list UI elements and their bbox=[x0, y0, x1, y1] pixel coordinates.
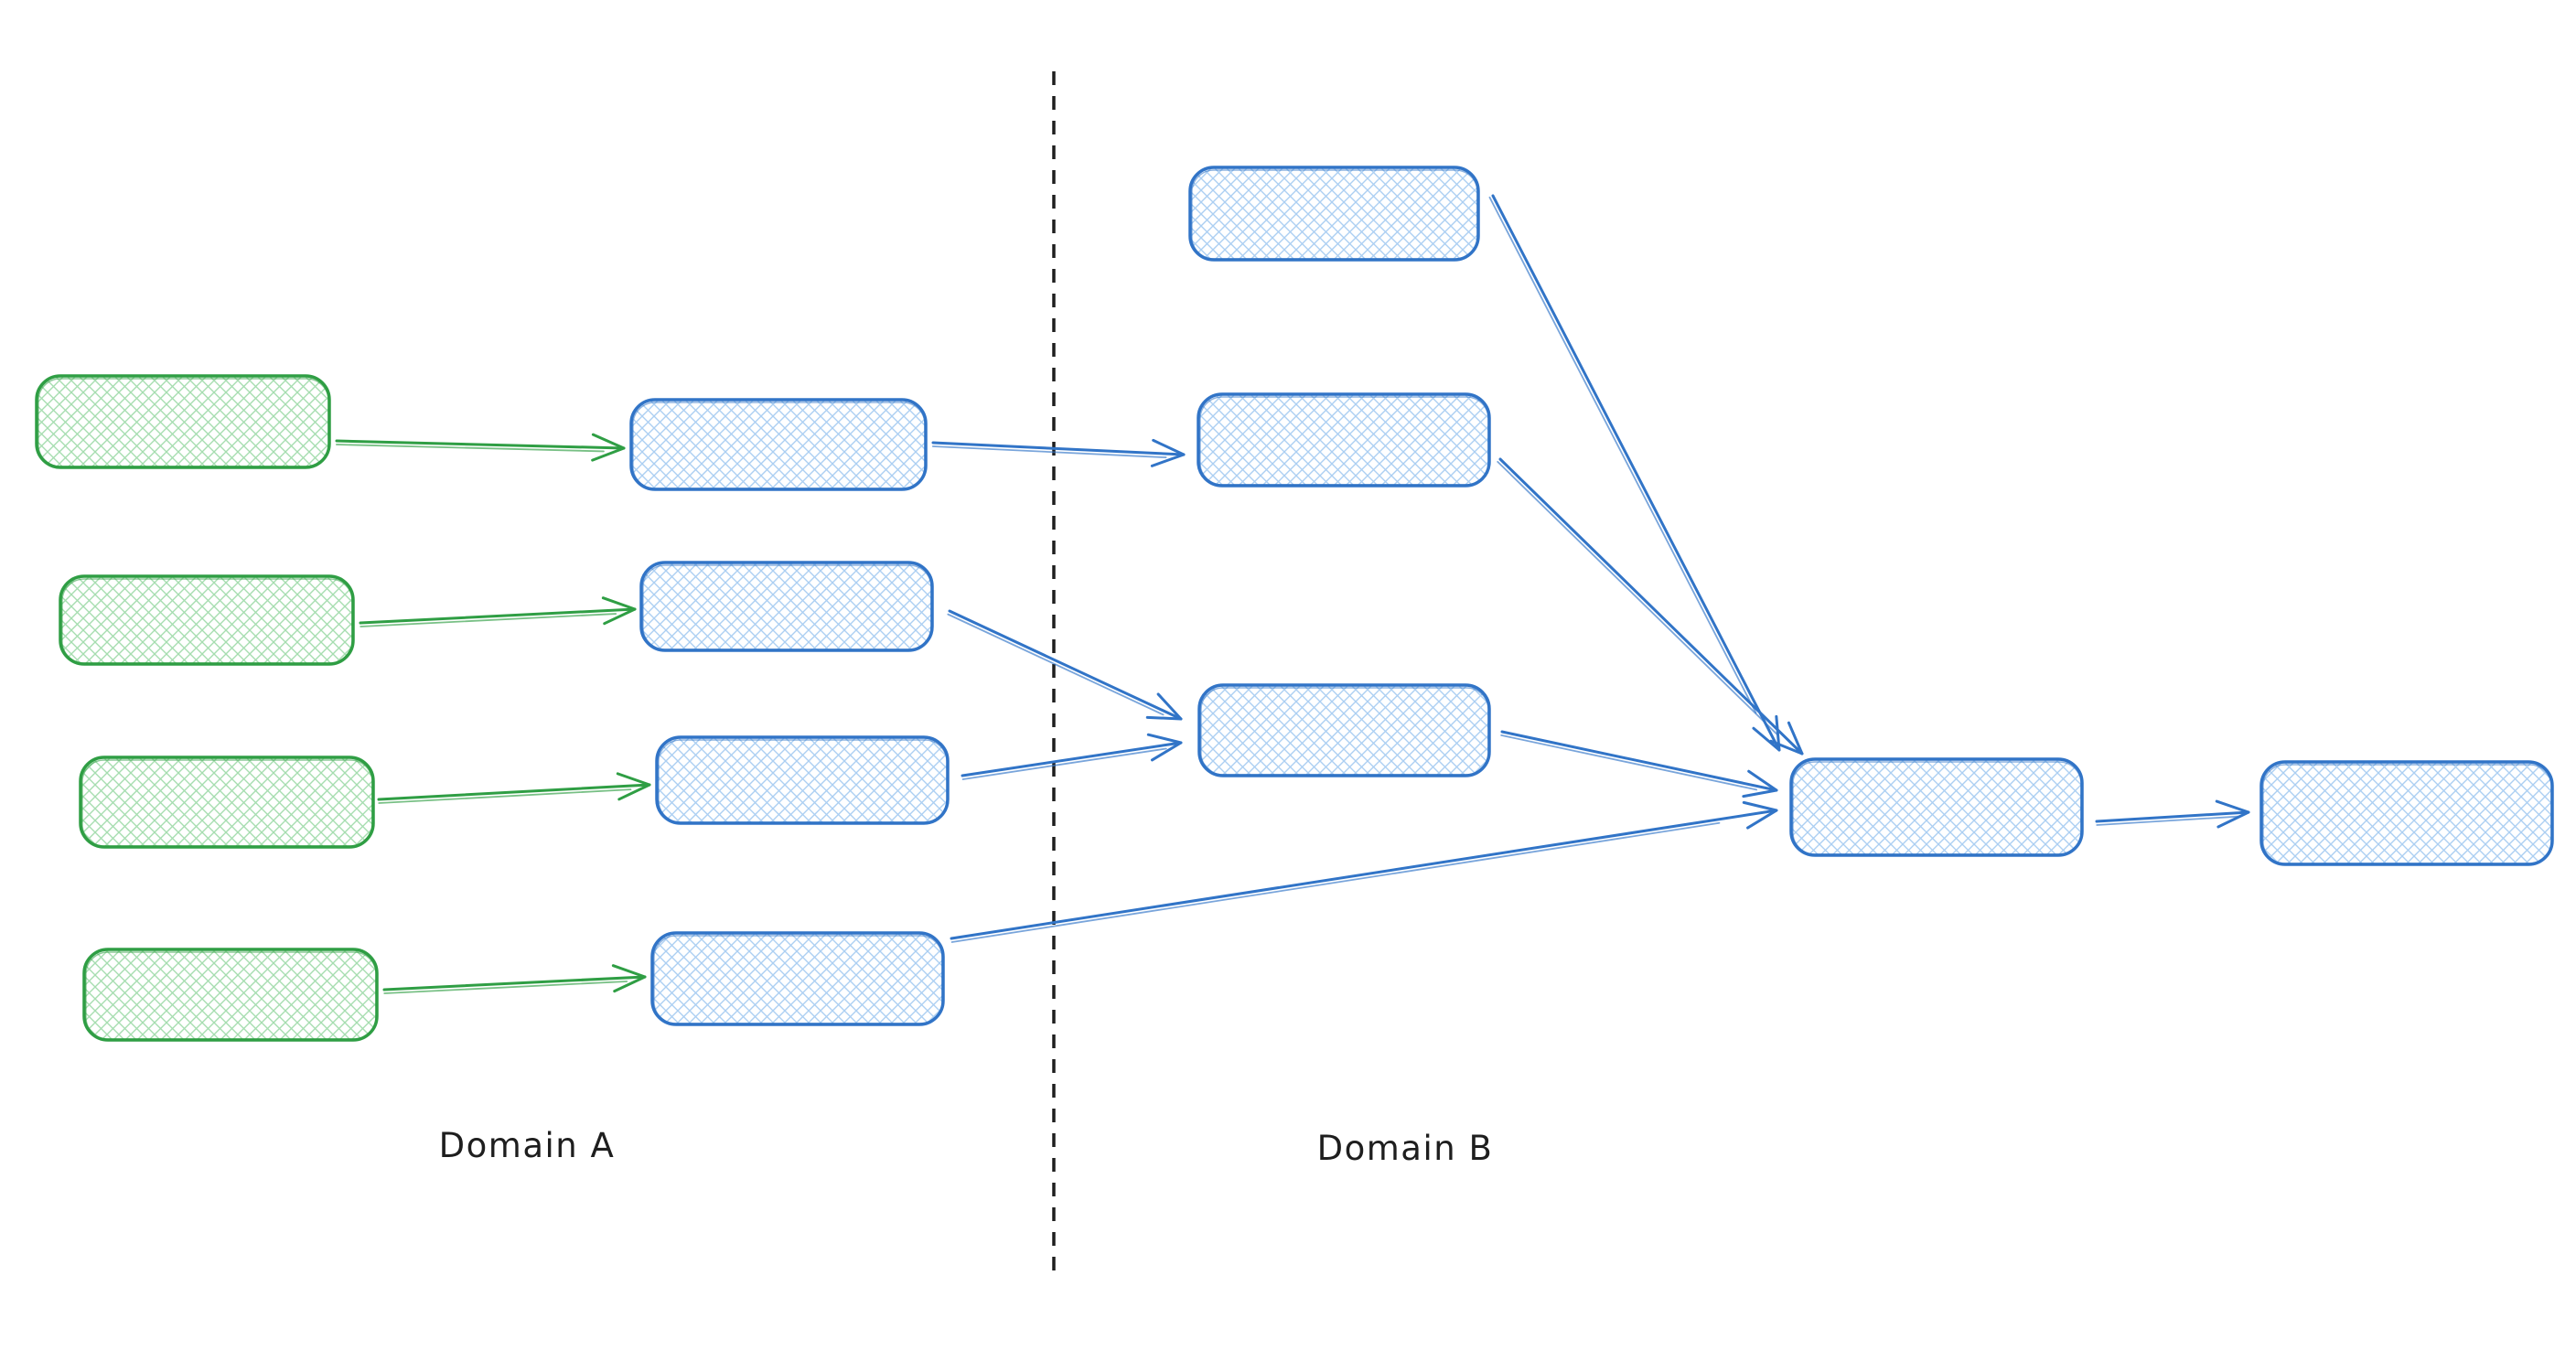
node-a-process-2[interactable] bbox=[639, 561, 934, 652]
node-a-process-1[interactable] bbox=[629, 398, 928, 491]
edge-p4-to-agg-sketch bbox=[950, 821, 1721, 943]
edge-a2-to-p2[interactable] bbox=[359, 596, 637, 626]
node-a-source-2-sketch-outline bbox=[61, 578, 353, 664]
node-b-output-sketch-outline bbox=[2262, 764, 2552, 864]
edge-s3-to-agg-sketch bbox=[1500, 734, 1758, 791]
node-b-stage-3[interactable] bbox=[1197, 683, 1491, 777]
node-a-source-4-rect[interactable] bbox=[82, 948, 379, 1042]
edge-a2-to-p2-sketch bbox=[360, 613, 617, 627]
node-a-process-2-sketch-outline bbox=[642, 564, 932, 650]
node-b-stage-2[interactable] bbox=[1197, 392, 1491, 488]
node-b-aggregator-rect[interactable] bbox=[1789, 757, 2084, 857]
edge-p4-to-agg[interactable] bbox=[950, 800, 1778, 940]
edge-a1-to-p1-sketch bbox=[335, 444, 605, 453]
node-b-stage-2-rect[interactable] bbox=[1197, 392, 1491, 488]
edge-agg-to-out-sketch bbox=[2096, 815, 2239, 826]
node-b-stage-2-sketch-outline bbox=[1199, 396, 1489, 486]
edge-a4-to-p4-sketch bbox=[383, 981, 628, 994]
domain-b-label[interactable]: Domain B bbox=[1317, 1129, 1494, 1168]
node-a-process-4-sketch-outline bbox=[653, 935, 943, 1024]
node-a-source-1[interactable] bbox=[35, 374, 331, 469]
edge-s3-to-agg[interactable] bbox=[1500, 730, 1778, 799]
edge-a3-to-p3-sketch bbox=[378, 788, 632, 804]
domain-a-label[interactable]: Domain A bbox=[439, 1126, 616, 1165]
node-a-process-1-rect[interactable] bbox=[629, 398, 928, 491]
node-b-output[interactable] bbox=[2259, 760, 2554, 866]
node-a-source-2[interactable] bbox=[59, 574, 355, 666]
edge-p1-to-s2-sketch bbox=[931, 445, 1167, 458]
node-a-source-2-rect[interactable] bbox=[59, 574, 355, 666]
edge-p2-to-s3-sketch bbox=[947, 613, 1165, 716]
edge-p3-to-s3[interactable] bbox=[961, 733, 1183, 777]
node-a-process-1-sketch-outline bbox=[632, 402, 926, 489]
node-b-stage-1-rect[interactable] bbox=[1188, 166, 1480, 262]
node-b-stage-1[interactable] bbox=[1188, 166, 1480, 262]
edge-a3-to-p3[interactable] bbox=[377, 772, 651, 801]
node-a-source-3-rect[interactable] bbox=[79, 756, 375, 849]
edge-s2-to-agg-sketch bbox=[1497, 460, 1780, 737]
node-a-process-2-rect[interactable] bbox=[639, 561, 934, 652]
node-b-stage-3-sketch-outline bbox=[1200, 687, 1489, 776]
node-b-output-rect[interactable] bbox=[2259, 760, 2554, 866]
node-b-aggregator-sketch-outline bbox=[1792, 761, 2082, 855]
node-a-source-1-sketch-outline bbox=[38, 378, 329, 467]
node-b-aggregator[interactable] bbox=[1789, 757, 2084, 857]
edge-agg-to-out[interactable] bbox=[2095, 799, 2250, 829]
edge-a1-to-p1[interactable] bbox=[335, 433, 626, 462]
edge-s2-to-agg[interactable] bbox=[1498, 457, 1804, 756]
edge-p3-to-s3-sketch bbox=[961, 747, 1167, 780]
edge-a4-to-p4[interactable] bbox=[382, 964, 647, 993]
edge-p2-to-s3[interactable] bbox=[948, 609, 1183, 721]
node-a-source-3-sketch-outline bbox=[81, 759, 373, 847]
node-a-source-3[interactable] bbox=[79, 756, 375, 849]
node-a-process-4[interactable] bbox=[650, 931, 945, 1026]
node-b-stage-1-sketch-outline bbox=[1191, 169, 1478, 260]
node-a-source-4-sketch-outline bbox=[85, 951, 377, 1040]
edge-s1-to-agg[interactable] bbox=[1491, 194, 1781, 752]
node-a-process-3-sketch-outline bbox=[658, 739, 948, 823]
node-a-process-3[interactable] bbox=[655, 735, 950, 825]
node-a-source-4[interactable] bbox=[82, 948, 379, 1042]
node-a-process-4-rect[interactable] bbox=[650, 931, 945, 1026]
node-a-process-3-rect[interactable] bbox=[655, 735, 950, 825]
edge-s1-to-agg-sketch bbox=[1488, 196, 1757, 714]
edge-p1-to-s2[interactable] bbox=[931, 438, 1186, 467]
node-b-stage-3-rect[interactable] bbox=[1197, 683, 1491, 777]
node-a-source-1-rect[interactable] bbox=[35, 374, 331, 469]
